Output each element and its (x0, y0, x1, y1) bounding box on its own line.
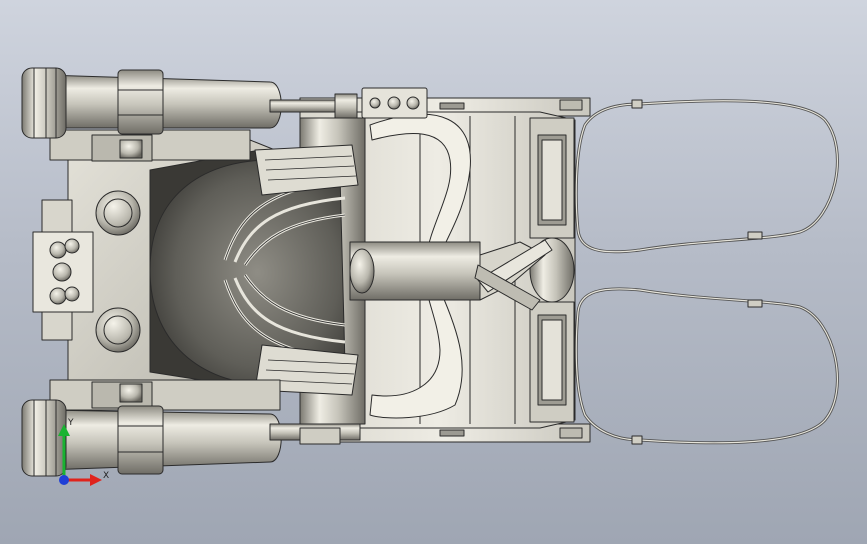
upper-ribbed-strap (254, 144, 359, 196)
curved-strap (369, 113, 471, 419)
lower-ribbed-strap (254, 344, 359, 396)
switch-1 (369, 97, 381, 109)
panel-knob-4 (49, 287, 67, 305)
switch-2 (387, 96, 401, 110)
upper-cable-loop (574, 99, 839, 254)
upper-port (95, 190, 141, 236)
top-hose-fitting (334, 93, 358, 119)
y-axis-label: Y (67, 418, 74, 428)
upper-end-bracket (529, 117, 575, 239)
lower-cable-loop (574, 287, 839, 445)
cable-connector-upper (747, 231, 763, 240)
cable-connector-lower (747, 299, 763, 308)
panel-knob-5 (64, 286, 80, 302)
top-hose (269, 99, 341, 113)
coordinate-triad: X Y (58, 418, 109, 486)
lower-port (95, 307, 141, 353)
top-tank (21, 67, 282, 162)
panel-knob-3 (52, 262, 72, 282)
panel-knob-1 (49, 241, 67, 259)
knob (349, 248, 375, 294)
switch-3 (406, 96, 420, 110)
x-axis-label: X (103, 471, 109, 481)
bowl-cavity (149, 159, 346, 386)
panel-knob-2 (64, 238, 80, 254)
lower-end-bracket (529, 301, 575, 423)
bottom-tank (21, 379, 282, 477)
z-axis (59, 475, 69, 485)
